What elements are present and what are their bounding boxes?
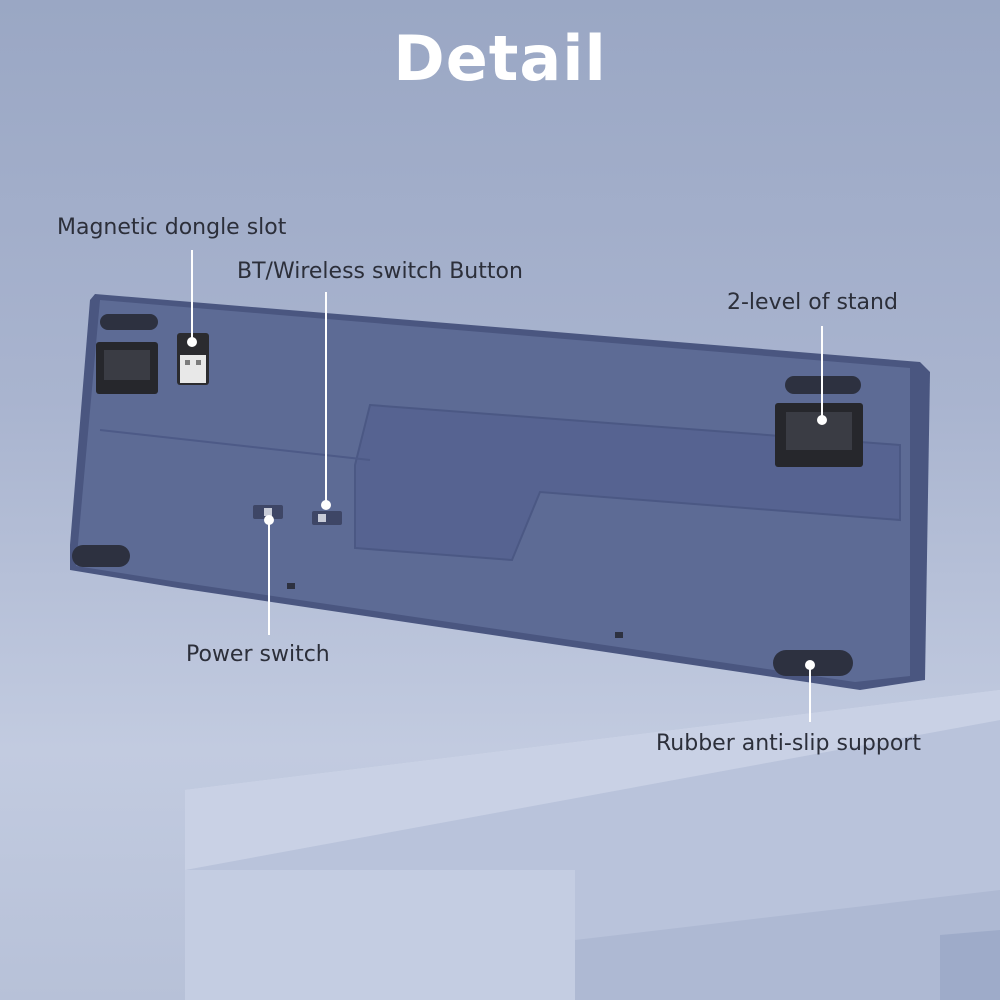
power-switch-label: Power switch <box>186 642 330 667</box>
page-title: Detail <box>393 22 607 95</box>
dongle-slot-label: Magnetic dongle slot <box>57 215 287 240</box>
bt-switch-label: BT/Wireless switch Button <box>237 259 523 284</box>
stand-label: 2-level of stand <box>727 290 898 315</box>
keyboard-bottom <box>70 294 930 690</box>
callout-lines <box>187 250 827 722</box>
rubber-support-label: Rubber anti-slip support <box>656 731 921 756</box>
display-pedestal <box>185 690 1000 1000</box>
